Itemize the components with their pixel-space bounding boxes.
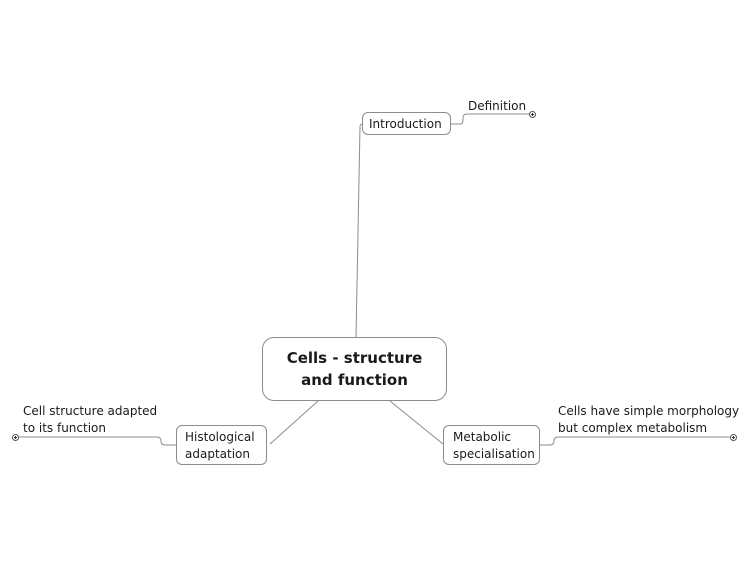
topic-introduction-label: Introduction <box>369 117 442 131</box>
link-central-metabolic <box>389 400 444 445</box>
central-topic-line1: Cells - structure <box>286 349 423 367</box>
link-central-histological <box>269 400 319 445</box>
topic-metabolic-specialisation[interactable]: Metabolic specialisation <box>443 425 540 465</box>
subtopic-simple-morphology-line2: but complex metabolism <box>558 421 708 435</box>
subtopic-cell-structure-line2: to its function <box>23 421 106 435</box>
topic-metabolic-line2: specialisation <box>453 447 535 461</box>
topic-histological-line1: Histological <box>185 430 255 444</box>
link-introduction-definition <box>450 113 530 125</box>
central-topic-line2: and function <box>301 371 408 389</box>
link-histological-child <box>19 436 176 446</box>
topic-histological-line2: adaptation <box>185 447 250 461</box>
topic-introduction[interactable]: Introduction <box>362 112 451 135</box>
topic-metabolic-line1: Metabolic <box>453 430 512 444</box>
topic-histological-adaptation[interactable]: Histological adaptation <box>176 425 267 465</box>
plus-circle-icon[interactable] <box>12 434 19 441</box>
subtopic-definition-label: Definition <box>468 99 527 113</box>
subtopic-simple-morphology-line1: Cells have simple morphology <box>558 404 740 418</box>
link-metabolic-child <box>540 436 730 446</box>
subtopic-cell-structure-adapted[interactable]: Cell structure adapted to its function <box>23 403 157 437</box>
link-central-introduction <box>355 123 364 338</box>
plus-circle-icon[interactable] <box>730 434 737 441</box>
plus-circle-icon[interactable] <box>529 111 536 118</box>
subtopic-cell-structure-line1: Cell structure adapted <box>23 404 158 418</box>
subtopic-definition[interactable]: Definition <box>468 98 526 115</box>
subtopic-simple-morphology[interactable]: Cells have simple morphology but complex… <box>558 403 739 437</box>
central-topic[interactable]: Cells - structure and function <box>262 337 447 401</box>
